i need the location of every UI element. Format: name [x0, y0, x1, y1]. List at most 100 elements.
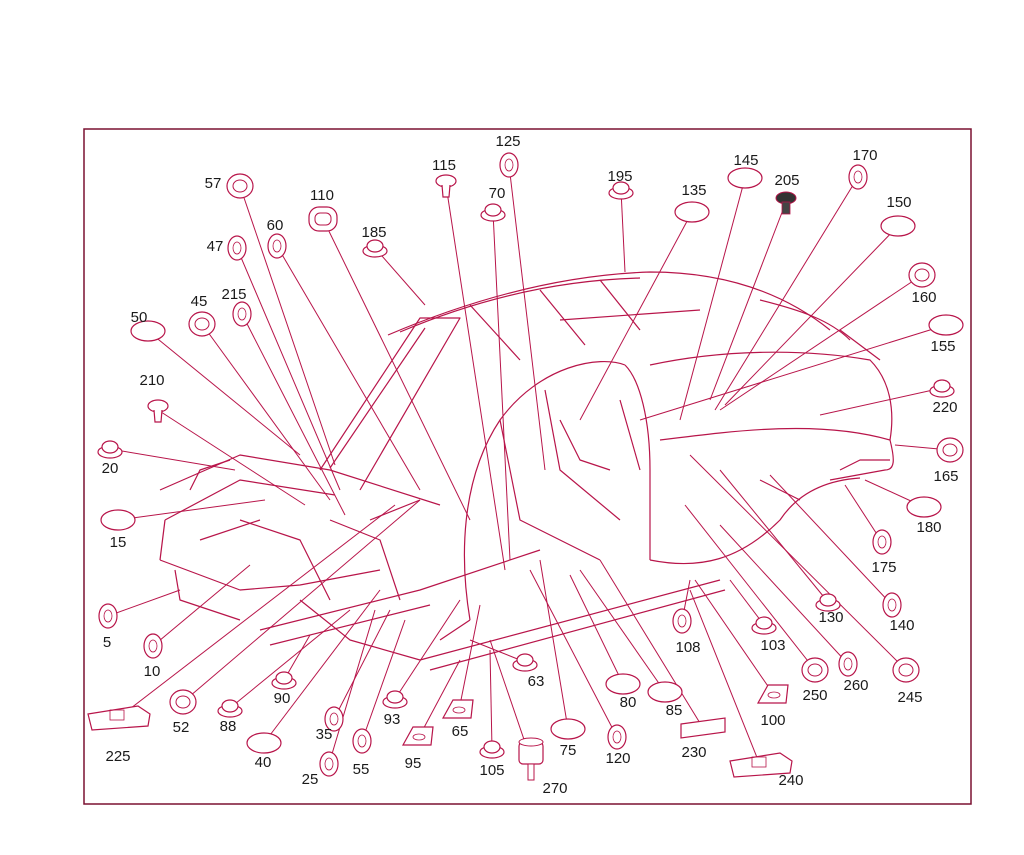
- part-80-icon: [605, 673, 641, 695]
- part-label-52: 52: [173, 719, 190, 736]
- leader-line-110: [322, 218, 471, 521]
- part-20-icon: [97, 440, 123, 459]
- part-240-icon: [729, 752, 793, 778]
- part-label-185: 185: [361, 224, 386, 241]
- part-label-245: 245: [897, 689, 922, 706]
- part-65-icon: [441, 699, 474, 719]
- part-140-icon: [882, 592, 902, 618]
- leader-line-10: [152, 564, 251, 647]
- part-165-icon: [936, 437, 964, 463]
- part-35-icon: [324, 706, 344, 732]
- part-label-55: 55: [353, 761, 370, 778]
- part-label-90: 90: [274, 690, 291, 707]
- part-135-icon: [674, 201, 710, 223]
- part-88-icon: [217, 699, 243, 718]
- leader-line-103: [729, 579, 765, 626]
- leader-line-95: [418, 659, 461, 738]
- leader-line-185: [374, 247, 426, 306]
- leader-line-65: [458, 604, 481, 711]
- leader-line-85: [579, 569, 666, 693]
- part-label-110: 110: [310, 187, 334, 204]
- part-185-icon: [362, 239, 388, 258]
- part-label-95: 95: [405, 755, 422, 772]
- part-250-icon: [801, 657, 829, 683]
- part-label-103: 103: [760, 637, 785, 654]
- leader-line-75: [539, 559, 569, 730]
- leader-line-205: [709, 201, 787, 401]
- part-label-130: 130: [818, 609, 843, 626]
- part-label-195: 195: [607, 168, 632, 185]
- part-160-icon: [908, 262, 936, 288]
- part-label-45: 45: [191, 293, 208, 310]
- part-label-155: 155: [930, 338, 955, 355]
- part-90-icon: [271, 671, 297, 690]
- part-labels: 5747601101851151257019513514520517015016…: [102, 133, 959, 797]
- part-52-icon: [169, 689, 197, 715]
- part-icons: [87, 152, 964, 781]
- part-label-80: 80: [620, 694, 637, 711]
- part-210-icon: [147, 399, 169, 423]
- part-label-125: 125: [495, 133, 520, 150]
- part-label-88: 88: [220, 718, 237, 735]
- leader-line-260: [719, 524, 849, 665]
- part-label-65: 65: [452, 723, 469, 740]
- part-label-270: 270: [542, 780, 567, 797]
- part-50-icon: [130, 320, 166, 342]
- part-label-180: 180: [916, 519, 941, 536]
- leader-line-225: [117, 504, 396, 719]
- part-150-icon: [880, 215, 916, 237]
- part-105-icon: [479, 740, 505, 759]
- leader-line-170: [714, 176, 859, 411]
- part-180-icon: [906, 496, 942, 518]
- part-label-210: 210: [139, 372, 164, 389]
- leader-line-250: [684, 504, 816, 671]
- leader-line-20: [109, 448, 236, 471]
- leader-line-145: [679, 177, 746, 421]
- leader-line-63: [469, 639, 526, 663]
- part-115-icon: [435, 174, 457, 198]
- leader-line-50: [147, 330, 301, 456]
- leader-line-100: [694, 579, 775, 696]
- leader-line-25: [328, 609, 376, 765]
- leader-line-40: [263, 589, 381, 744]
- leader-line-160: [719, 274, 923, 411]
- part-label-240: 240: [778, 772, 803, 789]
- part-label-225: 225: [105, 748, 130, 765]
- part-label-10: 10: [144, 663, 161, 680]
- part-155-icon: [928, 314, 964, 336]
- part-95-icon: [401, 726, 434, 746]
- part-220-icon: [929, 379, 955, 398]
- part-label-120: 120: [605, 750, 630, 767]
- leader-line-230: [599, 559, 704, 729]
- part-label-100: 100: [760, 712, 785, 729]
- part-label-50: 50: [131, 309, 148, 326]
- part-145-icon: [727, 167, 763, 189]
- part-label-47: 47: [207, 238, 224, 255]
- part-5-icon: [98, 603, 118, 629]
- part-110-icon: [308, 206, 338, 232]
- part-93-icon: [382, 690, 408, 709]
- leader-line-70: [492, 211, 511, 561]
- part-25-icon: [319, 751, 339, 777]
- part-225-icon: [87, 705, 151, 731]
- part-label-105: 105: [479, 762, 504, 779]
- leader-line-150: [724, 225, 899, 406]
- part-label-5: 5: [103, 634, 111, 651]
- leader-line-210: [157, 409, 306, 506]
- part-label-75: 75: [560, 742, 577, 759]
- part-125-icon: [499, 152, 519, 178]
- part-label-35: 35: [316, 726, 333, 743]
- part-100-icon: [756, 684, 789, 704]
- part-label-215: 215: [221, 286, 246, 303]
- part-10-icon: [143, 633, 163, 659]
- leader-line-57: [239, 185, 336, 466]
- part-260-icon: [838, 651, 858, 677]
- part-label-145: 145: [733, 152, 758, 169]
- leader-line-155: [639, 324, 947, 421]
- part-label-25: 25: [302, 771, 319, 788]
- part-170-icon: [848, 164, 868, 190]
- part-label-20: 20: [102, 460, 119, 477]
- part-label-60: 60: [267, 217, 284, 234]
- part-label-150: 150: [886, 194, 911, 211]
- part-55-icon: [352, 728, 372, 754]
